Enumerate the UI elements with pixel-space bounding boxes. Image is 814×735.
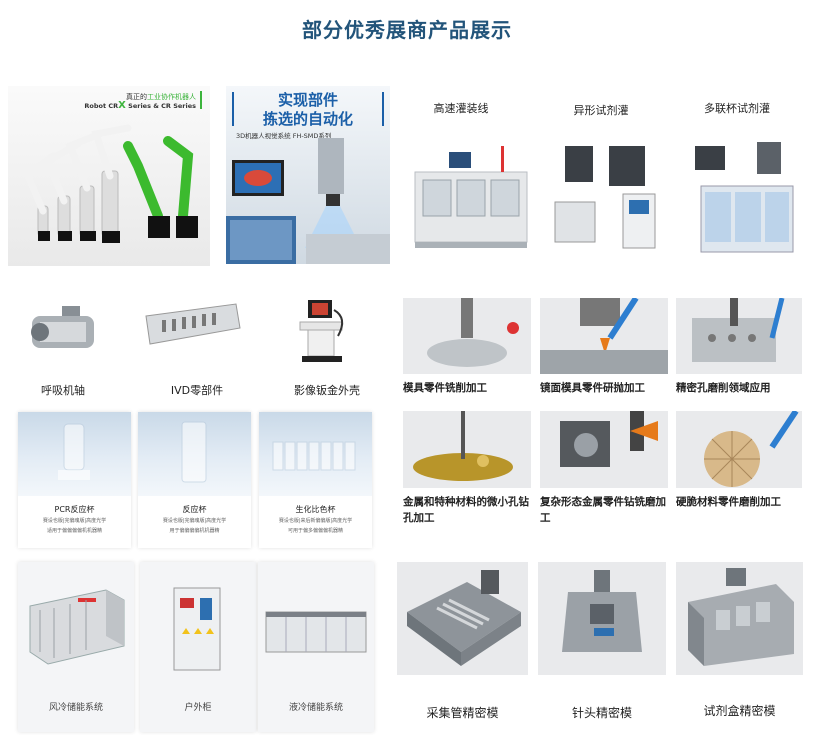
robot-banner[interactable]: 真正的工业协作机器人 Robot CRX Series & CR Series: [8, 86, 210, 266]
green-bar: [200, 91, 202, 109]
robot-banner-tagline: 真正的工业协作机器人: [126, 93, 196, 101]
machining-label-6: 硬脆材料零件磨削加工: [676, 496, 781, 508]
cup-name-pcr: PCR反应杯: [54, 505, 95, 514]
reaction-cup-image: [138, 412, 251, 496]
energy-label-2: 户外柜: [184, 703, 212, 713]
micro-drilling-image[interactable]: [403, 411, 531, 488]
needle-mold-image[interactable]: [538, 562, 666, 675]
cup-desc-reaction-2: 用于偏偏偏偏机机器精: [169, 528, 220, 534]
vision-system-illustration: [226, 138, 390, 264]
machining-label-2: 镜面模具零件研抛加工: [540, 382, 645, 394]
bracket-right: [382, 92, 384, 126]
mold-label-3: 试剂盒精密模: [703, 704, 776, 718]
liquid-cooled-system-image: [265, 611, 367, 653]
reagent-filling-illustration[interactable]: [549, 136, 661, 254]
vision-banner-subtitle: 3D机器人视觉系统 FH-SMD系列: [236, 132, 332, 140]
cup-desc-colorimetric-1: 赛设也版|来后新偏偏版|高度光学: [278, 518, 353, 524]
energy-label-3: 液冷储能系统: [288, 703, 343, 713]
cup-desc-pcr-1: 赛设也版|完偏魂版|高度光学: [42, 518, 107, 524]
machining-label-4: 金属和特种材料的微小孔钻孔加工: [403, 496, 529, 524]
cup-card-reaction[interactable]: 反应杯 赛设也版|完偏魂版|高度光学 用于偏偏偏偏机机器精: [138, 412, 251, 548]
pcr-cup-image: [18, 412, 131, 496]
air-cooled-container-image: [29, 589, 125, 665]
cup-desc-pcr-2: 适用于偏偏偏偏机机器精: [46, 528, 102, 534]
cup-desc-reaction-1: 赛设也版|完偏魂版|高度光学: [162, 518, 227, 524]
collection-tube-mold-image[interactable]: [397, 562, 528, 675]
outdoor-cabinet-image: [173, 587, 221, 671]
imaging-enclosure-image[interactable]: [286, 296, 358, 370]
brittle-material-grinding-image[interactable]: [676, 409, 802, 488]
vision-banner[interactable]: 实现部件拣选的自动化 3D机器人视觉系统 FH-SMD系列: [226, 86, 390, 264]
cup-card-colorimetric[interactable]: 生化比色杯 赛设也版|来后新偏偏版|高度光学 可用于偏多偏偏偏机器精: [259, 412, 372, 548]
machining-label-1: 模具零件铣削加工: [403, 382, 487, 394]
vision-banner-title: 实现部件拣选的自动化: [262, 91, 353, 128]
bracket-left: [232, 92, 234, 126]
robot-banner-series: Robot CRX Series & CR Series: [84, 100, 196, 111]
page-title: 部分优秀展商产品展示: [302, 18, 512, 42]
precision-hole-grinding-image[interactable]: [676, 297, 802, 374]
energy-card-outdoor-cabinet[interactable]: 户外柜: [140, 562, 256, 732]
colorimetric-cup-image: [259, 412, 372, 496]
cup-name-colorimetric: 生化比色杯: [295, 505, 336, 514]
medical-part-3: 影像钣金外壳: [294, 384, 360, 397]
energy-label-1: 风冷储能系统: [48, 703, 103, 713]
machining-label-5: 复杂形态金属零件钻铣磨加工: [540, 496, 666, 524]
auto-title-1: 高速灌装线: [433, 102, 489, 115]
mold-label-2: 针头精密模: [571, 706, 632, 720]
energy-card-liquid-cooled[interactable]: 液冷储能系统: [258, 562, 374, 732]
auto-title-2: 异形试剂灌: [573, 104, 629, 117]
energy-card-air-cooled[interactable]: 风冷储能系统: [18, 562, 134, 732]
cup-desc-colorimetric-2: 可用于偏多偏偏偏机器精: [287, 528, 343, 534]
automation-panel: 高速灌装线 异形试剂灌 多联杯试剂灌: [405, 86, 809, 266]
mold-label-1: 采集管精密模: [426, 706, 499, 720]
ventilator-shaft-image[interactable]: [24, 300, 102, 362]
filling-line-illustration[interactable]: [411, 142, 531, 254]
robot-arms-illustration: [23, 124, 198, 243]
machining-label-3: 精密孔磨削领域应用: [676, 382, 771, 394]
mirror-polishing-image[interactable]: [540, 296, 668, 374]
auto-title-3: 多联杯试剂灌: [704, 102, 770, 115]
milling-mold-image[interactable]: [403, 298, 531, 374]
complex-metal-drilling-image[interactable]: [540, 411, 668, 488]
medical-part-1: 呼吸机轴: [41, 384, 85, 397]
cup-card-pcr[interactable]: PCR反应杯 赛设也版|完偏魂版|高度光学 适用于偏偏偏偏机机器精: [18, 412, 131, 548]
multi-cup-filling-illustration[interactable]: [685, 136, 805, 256]
reagent-kit-mold-image[interactable]: [676, 562, 803, 675]
medical-part-2: IVD零部件: [170, 384, 224, 397]
ivd-part-image[interactable]: [140, 294, 242, 358]
cup-name-reaction: 反应杯: [182, 505, 207, 514]
